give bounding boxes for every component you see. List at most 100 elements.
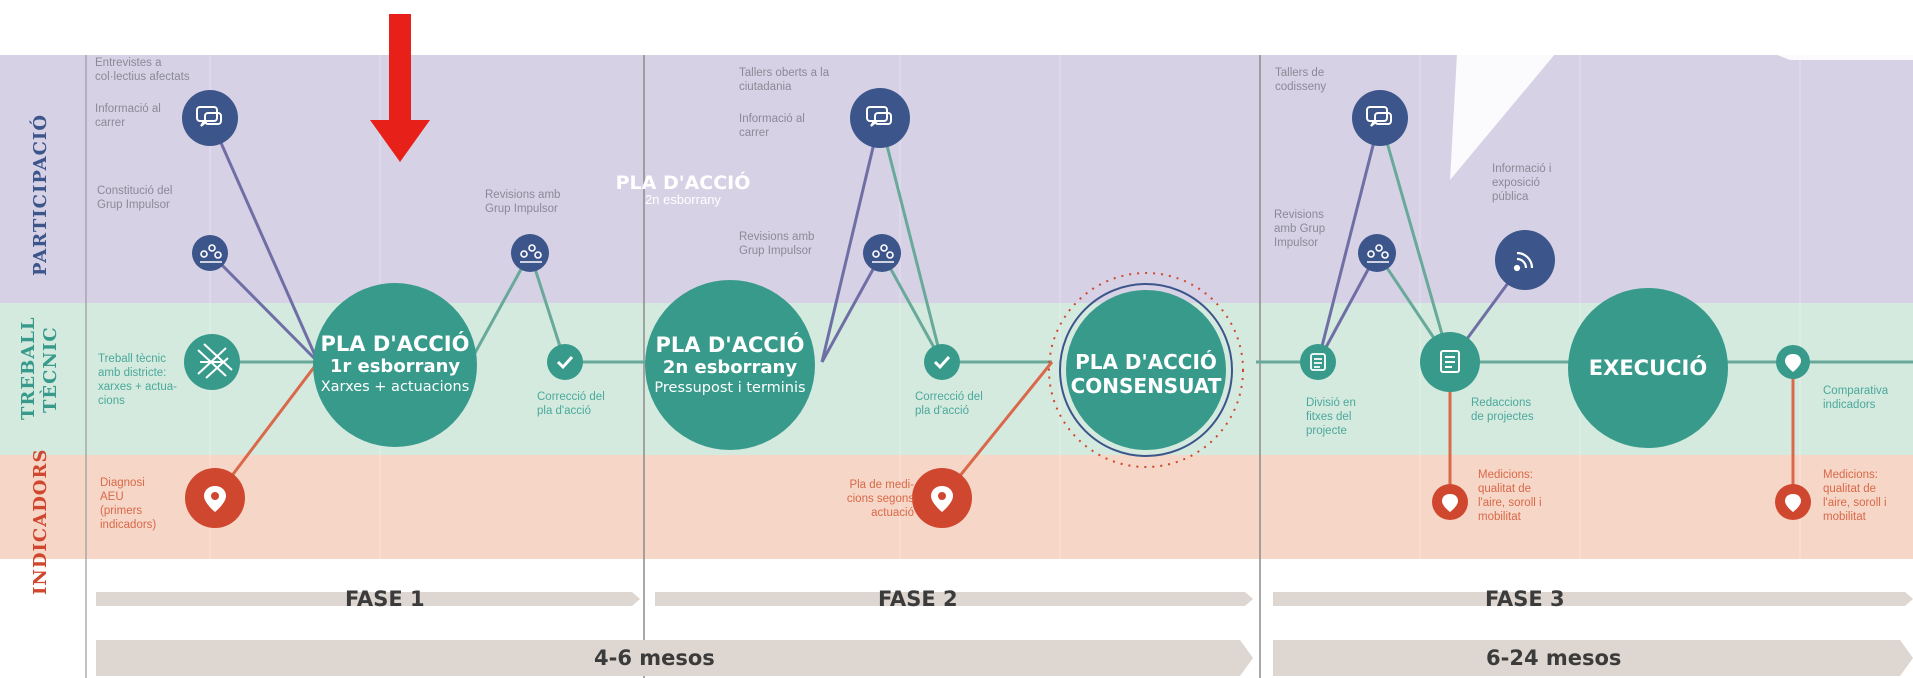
red-arrow-shaft — [389, 14, 411, 122]
label-revisions-1: Revisions amb Grup Impulsor — [485, 188, 560, 216]
label-tallers-codisseny-line1: Tallers de — [1275, 67, 1325, 79]
fase-2-arrow — [655, 592, 1253, 606]
band-participacio-bg — [0, 55, 1913, 303]
band-indicadors-label: INDICADORS — [30, 448, 51, 595]
label-entrevistes-line1: Entrevistes a — [95, 57, 162, 69]
label-correccio-2-line1: Correcció del — [915, 391, 983, 403]
label-pla-medicions-line2: cions segons — [846, 493, 914, 505]
execucio-circle — [1568, 288, 1728, 448]
chat-node-3 — [1352, 90, 1408, 146]
label-medicions-2-line1: Medicions: — [1823, 469, 1878, 481]
label-pla-medicions-line1: Pla de medi- — [849, 479, 914, 491]
label-correccio-2-line2: pla d'acció — [915, 405, 969, 417]
overlay-plan-2-title: PLA D'ACCIÓ — [615, 172, 751, 194]
label-medicions-2-line4: mobilitat — [1823, 511, 1866, 523]
duration-1-arrow — [96, 640, 1253, 676]
label-informacio-2-line1: Informació al — [739, 113, 805, 125]
label-revisions-3-line1: Revisions — [1274, 209, 1324, 221]
band-participacio-label: PARTICIPACIÓ — [30, 114, 51, 277]
label-diagnosi-line4: indicadors) — [100, 519, 157, 531]
network-icon — [197, 343, 233, 379]
plan-draft-1-text: PLA D'ACCIÓ 1r esborrany Xarxes + actuac… — [313, 332, 477, 395]
group-icon — [1367, 244, 1389, 263]
label-tallers-codisseny: Tallers de codisseny — [1275, 66, 1326, 94]
label-informacio-exposicio-line2: exposició — [1492, 177, 1540, 189]
label-constitucio-line2: Grup Impulsor — [97, 199, 170, 211]
wifi-icon — [1513, 251, 1534, 272]
doc-node-1 — [1300, 344, 1336, 380]
label-divisio-line1: Divisió en — [1306, 397, 1356, 409]
location-pin-icon — [1785, 354, 1801, 372]
label-correccio-1: Correcció del pla d'acció — [537, 390, 605, 418]
label-diagnosi-line2: AEU — [100, 491, 124, 503]
label-treball-line1: Treball tècnic — [98, 353, 166, 365]
plan-consensuat-ring — [1059, 283, 1233, 457]
group-icon — [200, 244, 222, 263]
label-divisio-line3: projecte — [1306, 425, 1347, 437]
label-comparativa: Comparativa indicadors — [1823, 384, 1888, 412]
label-pla-medicions: Pla de medi- cions segons actuació — [828, 478, 914, 520]
label-diagnosi-line1: Diagnosi — [100, 477, 145, 489]
label-revisions-2: Revisions amb Grup Impulsor — [739, 230, 814, 258]
label-informacio-1-line1: Informació al — [95, 103, 161, 115]
plan-draft-2-circle — [645, 280, 815, 450]
duration-1-label: 4-6 mesos — [594, 646, 715, 670]
label-treball-line4: cions — [98, 395, 125, 407]
overlay-plan-2: PLA D'ACCIÓ 2n esborrany — [608, 172, 758, 207]
label-informacio-1-line2: carrer — [95, 117, 126, 129]
location-pin-icon — [1442, 494, 1458, 512]
label-comparativa-line2: indicadors — [1823, 399, 1876, 411]
fase-3-arrow — [1273, 592, 1913, 606]
plan-consensuat-outer-ring — [1048, 272, 1244, 468]
document-icon — [1310, 353, 1326, 371]
label-informacio-exposicio-line3: pública — [1492, 191, 1529, 203]
plan-draft-2-text: PLA D'ACCIÓ 2n esborrany Pressupost i te… — [645, 333, 815, 396]
decorative-shape — [1795, 0, 1913, 48]
label-medicions-1-line1: Medicions: — [1478, 469, 1533, 481]
check-node-1 — [547, 344, 583, 380]
label-correccio-2: Correcció del pla d'acció — [915, 390, 983, 418]
label-redaccions-line2: de projectes — [1471, 411, 1534, 423]
document-icon — [1440, 350, 1460, 373]
label-tallers-oberts: Tallers oberts a la ciutadania — [739, 66, 829, 94]
duration-2-arrow — [1273, 640, 1913, 676]
chat-icon — [866, 106, 892, 127]
label-redaccions: Redaccions de projectes — [1471, 396, 1534, 424]
label-correccio-1-line1: Correcció del — [537, 391, 605, 403]
plan-draft-2-title: PLA D'ACCIÓ — [655, 333, 805, 357]
red-arrow-head — [370, 120, 430, 162]
label-revisions-2-line2: Grup Impulsor — [739, 245, 812, 257]
label-medicions-2: Medicions: qualitat de l'aire, soroll i … — [1823, 468, 1887, 524]
chat-icon — [196, 106, 222, 127]
plan-draft-2-sub2: Pressupost i terminis — [654, 380, 806, 396]
label-constitucio-line1: Constitució del — [97, 185, 173, 197]
duration-2-label: 6-24 mesos — [1486, 646, 1622, 670]
label-medicions-2-line3: l'aire, soroll i — [1823, 497, 1887, 509]
fase-1-label: FASE 1 — [345, 587, 425, 611]
label-medicions-2-line2: qualitat de — [1823, 483, 1877, 495]
label-pla-medicions-line3: actuació — [871, 507, 914, 519]
band-tecnic-label: TREBALL TÈCNIC — [18, 316, 68, 430]
label-treball: Treball tècnic amb districte: xarxes + a… — [98, 352, 177, 408]
plan-draft-1-circle — [313, 283, 477, 447]
label-revisions-3: Revisions amb Grup Impulsor — [1274, 208, 1325, 250]
overlay-plan-2-sub: 2n esborrany — [645, 192, 721, 207]
execucio-text: EXECUCIÓ — [1588, 356, 1708, 380]
check-icon — [556, 355, 574, 370]
label-comparativa-line1: Comparativa — [1823, 385, 1889, 397]
plan-draft-1-title: PLA D'ACCIÓ — [320, 332, 470, 356]
check-node-2 — [924, 344, 960, 380]
label-informacio-exposicio-line1: Informació i — [1492, 163, 1552, 175]
label-revisions-3-line2: amb Grup — [1274, 223, 1326, 235]
label-treball-line2: amb districte: — [98, 367, 167, 379]
label-divisio: Divisió en fitxes del projecte — [1306, 396, 1356, 438]
label-tallers-codisseny-line2: codisseny — [1275, 81, 1327, 93]
decorative-shape — [1450, 0, 1600, 180]
label-tallers-oberts-line2: ciutadania — [739, 81, 792, 93]
location-pin-icon — [204, 486, 226, 512]
plan-draft-1-sub: 1r esborrany — [329, 356, 461, 377]
label-informacio-2: Informació al carrer — [739, 112, 805, 140]
label-entrevistes-line2: col·lectius afectats — [95, 71, 190, 83]
